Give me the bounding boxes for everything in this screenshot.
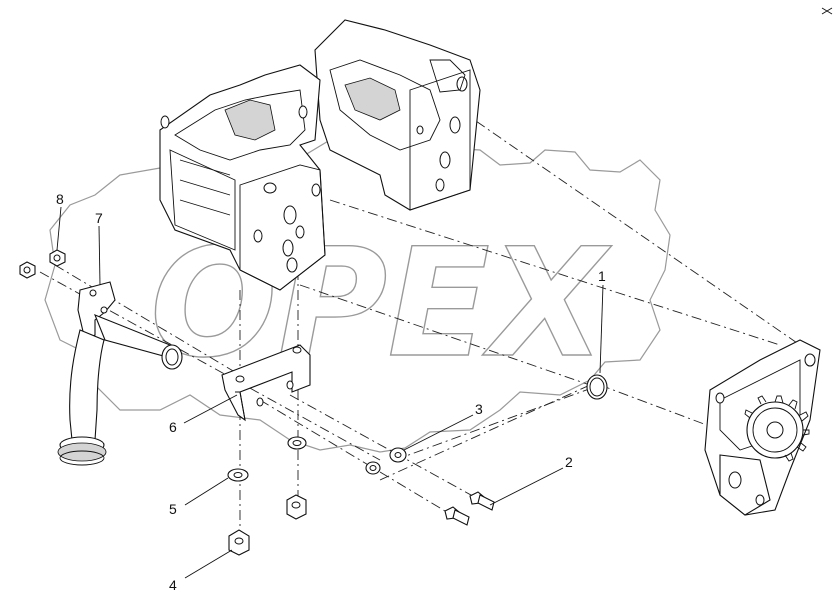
callout-1: 1 (598, 268, 606, 284)
bracket (221, 344, 311, 422)
o-ring (586, 374, 608, 400)
washer-3 (389, 447, 407, 463)
nut-vertical-right (286, 494, 307, 520)
suction-pipe (57, 281, 183, 466)
bolt-2-upper (469, 491, 495, 511)
washer-small (365, 461, 381, 475)
nut-top-left (19, 261, 36, 279)
callout-8: 8 (56, 191, 64, 207)
oil-pump (704, 339, 821, 516)
nut-8 (49, 249, 66, 267)
callout-7: 7 (95, 210, 103, 226)
callout-labels: 1 2 3 4 5 6 7 8 (56, 191, 606, 593)
callout-4: 4 (169, 577, 177, 593)
pump-gear (744, 395, 810, 462)
washer-5 (227, 468, 249, 482)
opex-watermark: OPEX (44, 139, 671, 453)
callout-3: 3 (475, 401, 483, 417)
engine-block (159, 19, 481, 291)
washer-vertical-right (287, 436, 307, 450)
callout-2: 2 (565, 454, 573, 470)
callout-leaders (56, 206, 604, 579)
callout-5: 5 (169, 501, 177, 517)
bolt-2-lower (444, 506, 470, 526)
corner-mark (821, 7, 833, 15)
nut-4 (228, 529, 250, 556)
callout-6: 6 (169, 419, 177, 435)
